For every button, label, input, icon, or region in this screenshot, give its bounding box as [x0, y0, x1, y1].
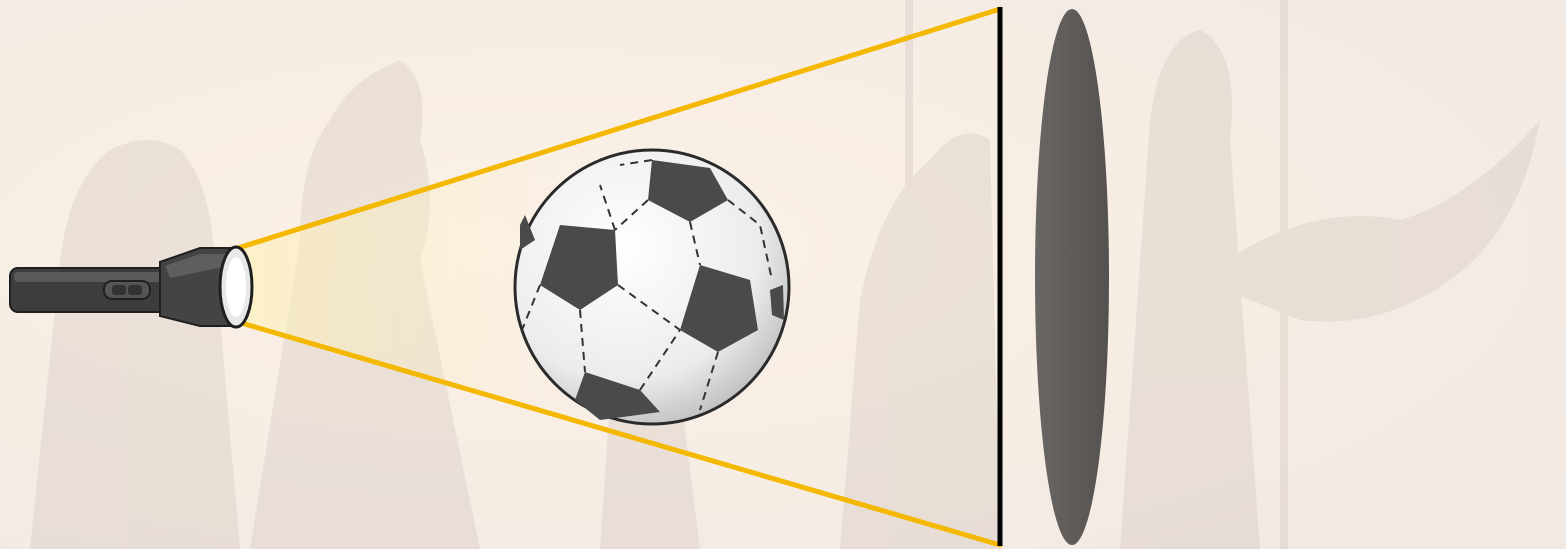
soccer-ball-icon: [515, 150, 789, 424]
shadow: [1035, 9, 1109, 545]
